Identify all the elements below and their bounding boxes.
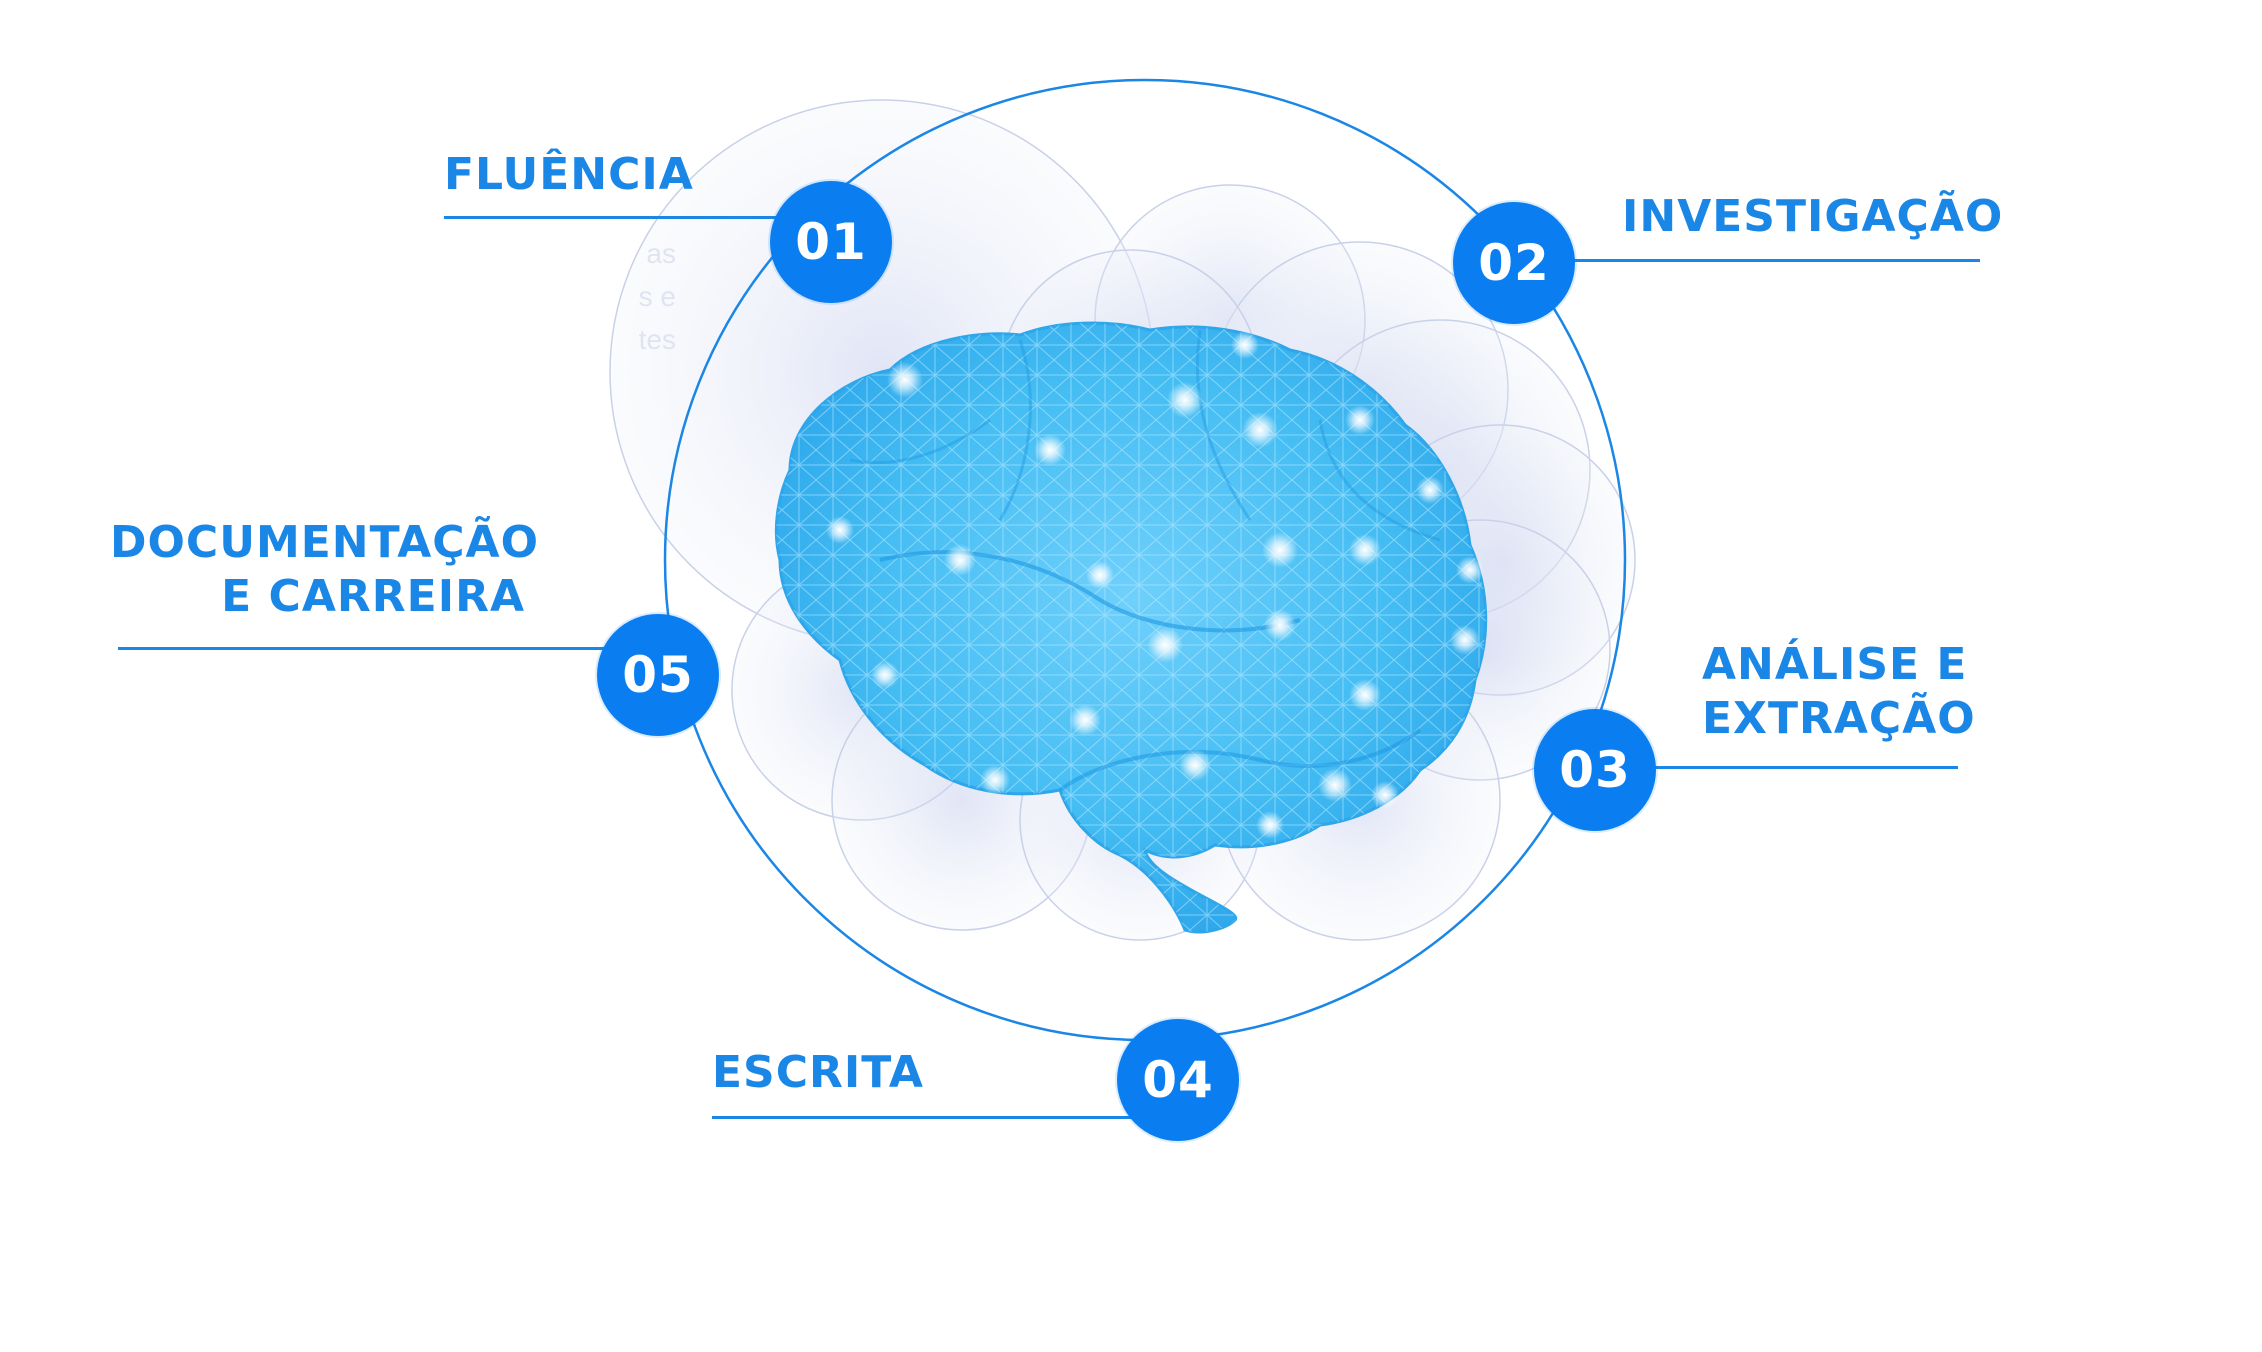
label-investigacao: INVESTIGAÇÃO <box>1622 190 2003 244</box>
node-badge-03: 03 <box>1534 709 1656 831</box>
label-analise-extracao: ANÁLISE E EXTRAÇÃO <box>1702 638 1976 746</box>
label-line: INVESTIGAÇÃO <box>1622 191 2004 242</box>
connector-line <box>444 216 784 219</box>
node-badge-05: 05 <box>597 614 719 736</box>
label-documentacao-carreira: DOCUMENTAÇÃO E CARREIRA <box>110 516 540 624</box>
sparkles <box>826 331 1484 839</box>
node-badge-01: 01 <box>770 181 892 303</box>
node-badge-04: 04 <box>1117 1019 1239 1141</box>
connector-line <box>712 1116 1132 1119</box>
label-escrita: ESCRITA <box>712 1046 924 1100</box>
ghost-line: s e <box>638 281 676 312</box>
brain-icon <box>774 321 1488 934</box>
label-line: ANÁLISE E <box>1702 639 1968 690</box>
node-badge-02: 02 <box>1453 202 1575 324</box>
label-line: DOCUMENTAÇÃO <box>110 517 540 568</box>
label-line: ESCRITA <box>712 1047 924 1098</box>
label-line: EXTRAÇÃO <box>1702 693 1976 744</box>
ghost-line: tes <box>638 324 676 355</box>
connector-line <box>118 647 608 650</box>
ghost-text: as s e tes <box>612 232 676 361</box>
label-line: FLUÊNCIA <box>444 149 694 200</box>
label-fluencia: FLUÊNCIA <box>444 148 694 202</box>
label-line: E CARREIRA <box>221 571 525 622</box>
ghost-line: as <box>646 238 676 269</box>
connector-line <box>1640 766 1958 769</box>
connector-line <box>1560 259 1980 262</box>
